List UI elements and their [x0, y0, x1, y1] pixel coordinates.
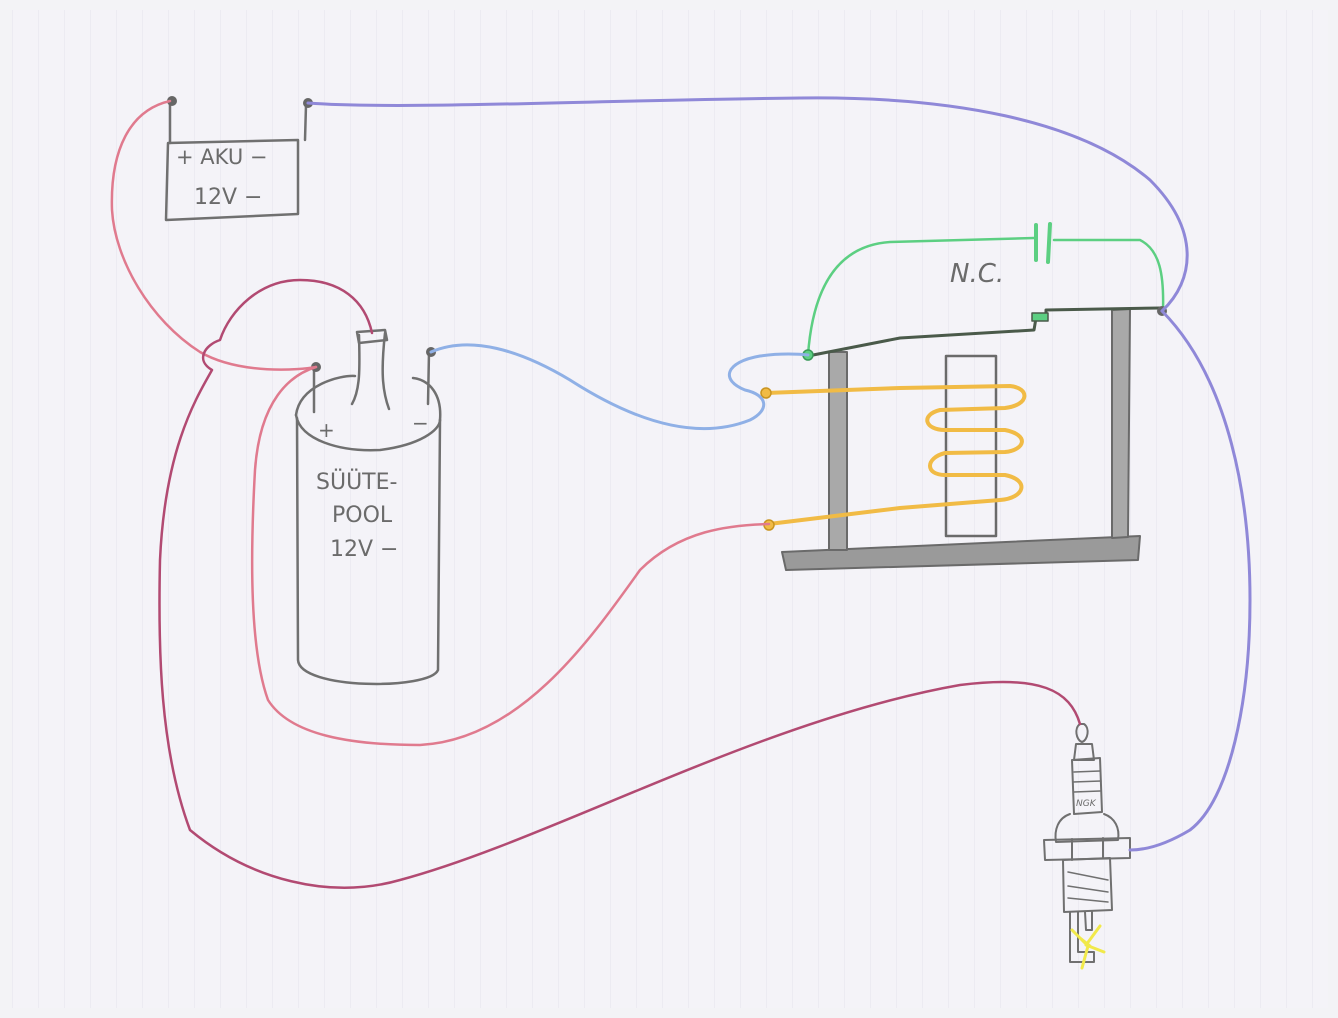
- coil-plus-sign: +: [318, 418, 335, 442]
- wire-coil-positive-to-relay-coil: [250, 365, 771, 747]
- coil-label-line2: POOL: [332, 503, 393, 528]
- spark-icon: [1070, 924, 1106, 970]
- coil-label-line1: SÜÜTE-: [316, 469, 397, 495]
- wire-relay-to-spark-plug-ground: [1128, 309, 1252, 852]
- paper-background: [12, 10, 1328, 1008]
- spark-plug: [1043, 723, 1131, 970]
- wire-battery-negative-to-relay: [306, 96, 1189, 313]
- battery-positive-terminal: [167, 96, 177, 106]
- coil-label-line3: 12V −: [330, 537, 398, 562]
- spark-plug-brand: NGK: [1076, 799, 1097, 809]
- relay-coil-winding: [764, 384, 1027, 526]
- ignition-coil: [294, 328, 442, 686]
- battery: [164, 96, 313, 222]
- relay-coil-terminal-1: [760, 387, 772, 399]
- wire-battery-positive-to-coil-positive: [110, 99, 318, 371]
- wire-coil-negative-to-relay-contact: [429, 343, 810, 431]
- battery-label-line1: + AKU −: [176, 145, 268, 169]
- coil-minus-sign: −: [412, 411, 429, 435]
- relay: [760, 222, 1167, 571]
- battery-label-line2: 12V −: [194, 185, 262, 210]
- relay-nc-label: N.C.: [950, 259, 1004, 289]
- wire-coil-hv-to-spark-plug: [158, 278, 1082, 889]
